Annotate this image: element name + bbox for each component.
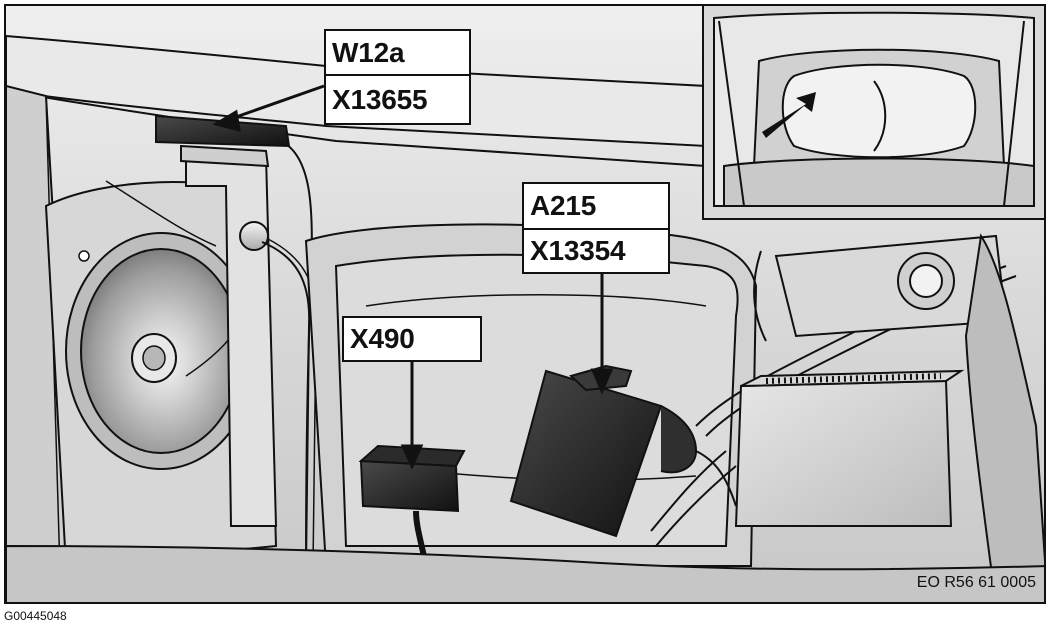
amplifier-box — [734, 369, 965, 527]
inset-view — [702, 6, 1044, 220]
bottom-sill — [6, 544, 1044, 602]
leader-lines — [212, 84, 614, 470]
figure-id: G00445048 — [4, 609, 67, 623]
label-x490: X490 — [342, 316, 482, 362]
reference-code: EO R56 61 0005 — [916, 574, 1036, 591]
w12a-component — [155, 114, 291, 168]
inset-illustration — [704, 6, 1044, 218]
illustration-frame: W12a X13655 A215 X13354 X490 EO R56 61 0… — [4, 4, 1046, 604]
left-pillar — [6, 84, 77, 602]
inset-arrow — [762, 92, 816, 138]
speaker — [65, 232, 257, 470]
x490-label: X490 — [350, 323, 415, 354]
label-a215: A215 X13354 — [522, 182, 670, 274]
label-w12a: W12a X13655 — [324, 29, 471, 125]
w12a-label: W12a — [332, 36, 405, 68]
a215-module — [509, 364, 737, 538]
right-pillar — [964, 233, 1044, 602]
x13655-label: X13655 — [326, 74, 469, 123]
mounting-bracket — [753, 234, 1008, 342]
x13354-label: X13354 — [524, 228, 668, 272]
a215-label: A215 — [530, 190, 597, 221]
